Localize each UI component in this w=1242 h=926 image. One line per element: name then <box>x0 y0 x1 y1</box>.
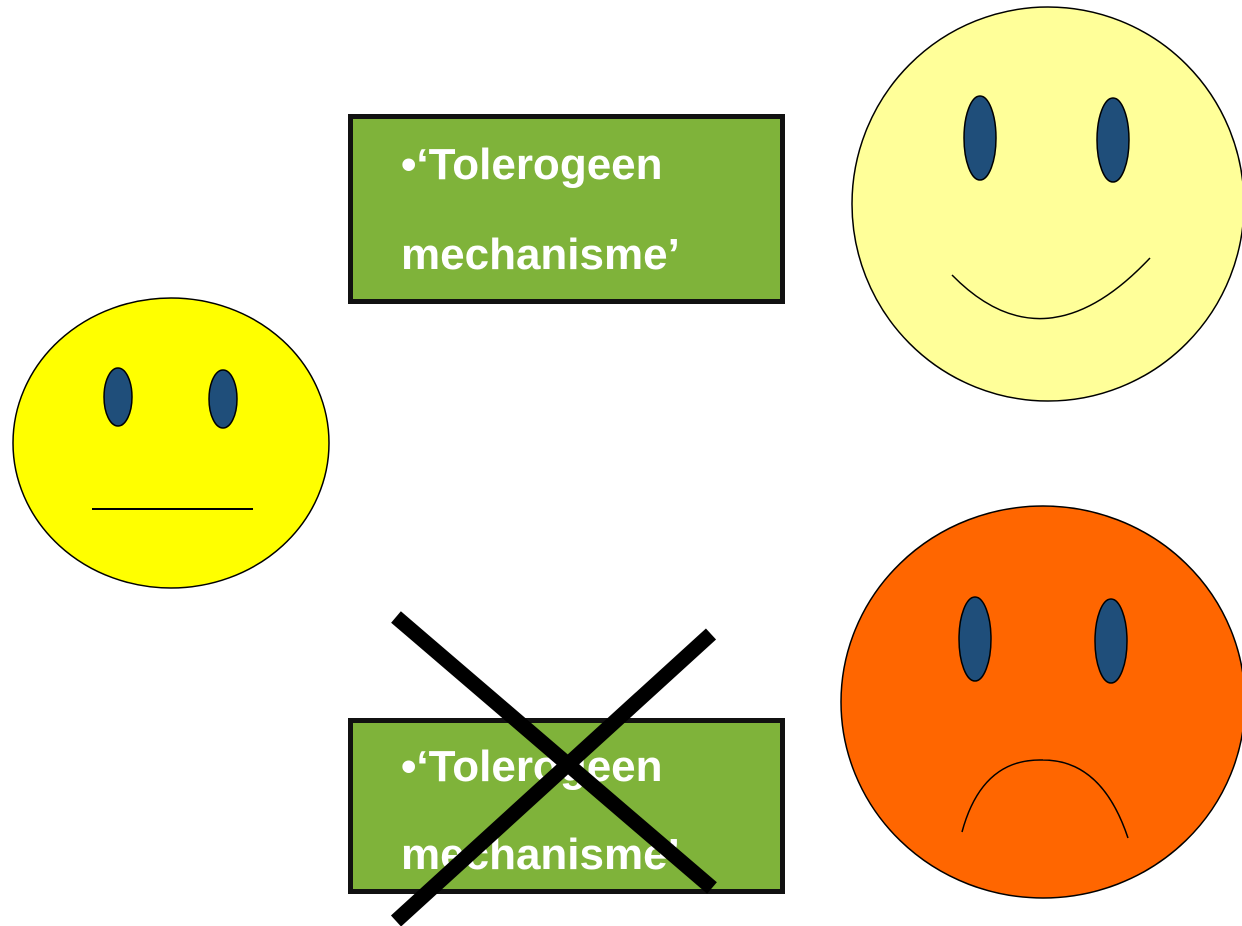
sad-face-mouth <box>961 759 1129 839</box>
neutral-face-head <box>12 297 330 589</box>
cross-stroke-2 <box>390 628 717 926</box>
neutral-face <box>12 297 330 589</box>
tolerogenic-mechanism-box-bottom: •‘Tolerogeen mechanisme’ <box>348 718 785 894</box>
neutral-face-left-eye <box>103 367 133 427</box>
sad-face-right-eye <box>1094 598 1128 684</box>
box-bottom-line1: •‘Tolerogeen <box>401 742 663 791</box>
tolerogenic-mechanism-box-top: •‘Tolerogeen mechanisme’ <box>348 114 785 304</box>
happy-face-mouth <box>951 257 1151 320</box>
box-top-line2: mechanisme’ <box>401 230 680 279</box>
happy-face-left-eye <box>963 95 997 181</box>
sad-face <box>840 505 1242 899</box>
happy-face-head <box>851 6 1242 402</box>
sad-face-head <box>840 505 1242 899</box>
cross-out-mark <box>390 611 717 926</box>
neutral-face-right-eye <box>208 369 238 429</box>
sad-face-left-eye <box>958 596 992 682</box>
happy-face-right-eye <box>1096 97 1130 183</box>
box-top-line1: •‘Tolerogeen <box>401 140 663 189</box>
cross-stroke-1 <box>391 611 717 894</box>
happy-face <box>851 6 1242 402</box>
